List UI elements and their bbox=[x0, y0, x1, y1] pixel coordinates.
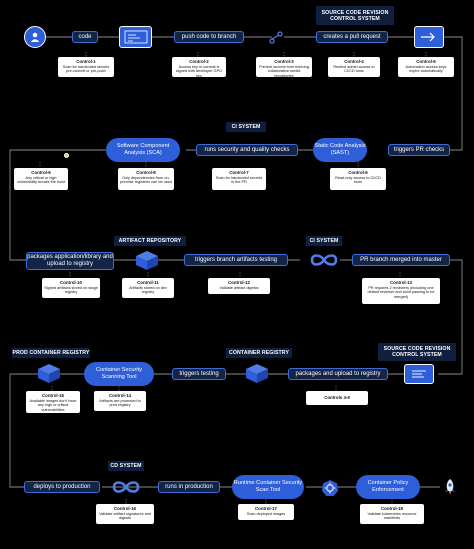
cd-infinity-icon bbox=[110, 479, 142, 495]
tool-sast: Static Code Analysis (SAST) bbox=[313, 138, 367, 162]
tool-runtime-scan: Runtime Container Security Scan Tool bbox=[232, 475, 304, 499]
container-registry-package-icon bbox=[244, 362, 270, 384]
system-label-scm-mid: SOURCE CODE REVISION CONTROL SYSTEM bbox=[378, 343, 456, 361]
system-label-ci-mid: CI SYSTEM bbox=[306, 236, 342, 246]
step-pr-checks: triggers PR checks bbox=[388, 144, 450, 156]
tool-container-scan: Container Security Scanning Tool bbox=[84, 362, 154, 386]
step-code: code bbox=[72, 31, 98, 43]
kubernetes-icon bbox=[320, 478, 340, 498]
infinity-icon bbox=[308, 252, 340, 268]
system-label-ci-top: CI SYSTEM bbox=[226, 122, 266, 132]
system-label-artifact-repo: ARTIFACT REPOSITORY bbox=[114, 236, 186, 246]
step-security-checks: runs security and quality checks bbox=[196, 144, 298, 156]
rocket-icon bbox=[440, 477, 460, 497]
pull-request-icon bbox=[414, 26, 444, 48]
status-ok-icon bbox=[64, 153, 69, 158]
tool-sca: Software Component Analysis (SCA) bbox=[106, 138, 180, 162]
system-label-scm-top: SOURCE CODE REVISION CONTROL SYSTEM bbox=[316, 6, 394, 25]
step-pull-request: creates a pull request bbox=[316, 31, 388, 43]
system-label-container-registry: CONTAINER REGISTRY bbox=[226, 348, 292, 358]
code-review-icon bbox=[404, 364, 434, 384]
step-deploy: deploys to production bbox=[24, 481, 100, 493]
prod-registry-package-icon bbox=[36, 362, 62, 384]
step-trigger-testing: triggers testing bbox=[172, 368, 226, 380]
step-push: push code to branch bbox=[174, 31, 244, 43]
code-editor-icon bbox=[119, 26, 152, 48]
step-pkg-registry: packages and upload to registry bbox=[288, 368, 388, 380]
user-icon bbox=[24, 26, 46, 48]
step-pr-merged: PR branch merged into master bbox=[352, 254, 450, 266]
system-label-cd: CD SYSTEM bbox=[108, 461, 144, 471]
tool-policy-enforcement: Container Policy Enforcement bbox=[356, 475, 420, 499]
step-runs-production: runs in production bbox=[158, 481, 220, 493]
control-card-4-9: Controls 4-9 bbox=[306, 391, 368, 405]
package-icon bbox=[134, 249, 160, 271]
git-branch-icon bbox=[266, 27, 286, 47]
step-package-upload: packages application/library and upload … bbox=[26, 252, 114, 270]
system-label-prod-registry: PROD CONTAINER REGISTRY bbox=[12, 348, 90, 358]
step-branch-artifacts: triggers branch artifacts testing bbox=[184, 254, 288, 266]
